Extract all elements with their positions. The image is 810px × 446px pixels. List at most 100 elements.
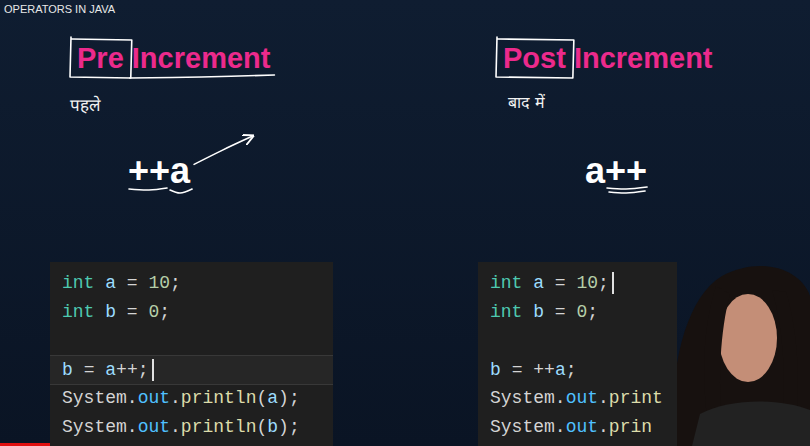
code-token: . <box>127 388 138 408</box>
code-token: = <box>555 302 566 322</box>
code-token: . <box>598 417 609 437</box>
code-editor-panel: int a = 10;int b = 0;b = a++;System.out.… <box>50 262 333 446</box>
code-token: println <box>181 417 257 437</box>
code-token: 0 <box>148 302 159 322</box>
code-line: System.out.print <box>490 387 663 409</box>
code-token: . <box>170 388 181 408</box>
underline-stroke <box>609 191 645 193</box>
code-token: = <box>84 360 95 380</box>
code-token: ; <box>170 273 181 293</box>
code-token: 10 <box>576 273 598 293</box>
code-token: ; <box>598 273 609 293</box>
code-line: System.out.println(b); <box>62 416 300 438</box>
code-token: System <box>490 417 555 437</box>
code-line: int b = 0; <box>490 301 598 323</box>
code-token: a <box>555 360 566 380</box>
code-token: + <box>127 360 138 380</box>
code-token: ) <box>278 417 289 437</box>
presenter-face <box>719 294 777 382</box>
code-token <box>73 360 84 380</box>
code-token: = <box>555 273 566 293</box>
text-cursor <box>152 359 154 381</box>
code-token: ; <box>138 360 149 380</box>
code-token: ) <box>278 388 289 408</box>
code-token <box>566 273 577 293</box>
code-token: b <box>62 360 73 380</box>
code-token: = <box>127 302 138 322</box>
code-token: + <box>533 360 544 380</box>
code-token: + <box>544 360 555 380</box>
code-token <box>138 273 149 293</box>
code-token: a <box>267 388 278 408</box>
code-token: System <box>62 388 127 408</box>
code-token: int <box>490 273 522 293</box>
code-token: ; <box>159 302 170 322</box>
code-token: . <box>598 388 609 408</box>
code-token: ; <box>566 360 577 380</box>
code-token <box>522 360 533 380</box>
code-token <box>138 302 149 322</box>
code-token: + <box>116 360 127 380</box>
text-cursor <box>612 272 614 294</box>
code-token <box>94 360 105 380</box>
code-token: System <box>490 388 555 408</box>
code-token: ( <box>256 388 267 408</box>
code-token: . <box>555 388 566 408</box>
code-token <box>116 302 127 322</box>
code-editor-panel: int a = 10;int b = 0;b = ++a;System.out.… <box>478 262 677 446</box>
section-heading: Post Increment <box>503 42 713 75</box>
code-token: b <box>105 302 116 322</box>
presenter-hair-strand <box>704 286 730 424</box>
code-token: ; <box>289 417 300 437</box>
code-token <box>501 360 512 380</box>
handwritten-note: पहले <box>70 96 101 116</box>
code-token: int <box>490 302 522 322</box>
code-token: print <box>609 388 663 408</box>
code-token: System <box>62 417 127 437</box>
operator-expression: ++a <box>128 150 190 191</box>
code-line: int a = 10; <box>62 272 181 294</box>
code-token: b <box>533 302 544 322</box>
code-token: prin <box>609 417 652 437</box>
code-token <box>116 273 127 293</box>
code-token <box>522 302 533 322</box>
code-line: System.out.prin <box>490 416 652 438</box>
code-token: int <box>62 302 94 322</box>
operator-expression: a++ <box>585 150 647 191</box>
section-heading: Pre Increment <box>77 42 270 75</box>
code-token: a <box>533 273 544 293</box>
code-token <box>522 273 533 293</box>
code-token: 0 <box>576 302 587 322</box>
code-token: . <box>127 417 138 437</box>
code-token: . <box>555 417 566 437</box>
code-token: b <box>267 417 278 437</box>
code-token: = <box>127 273 138 293</box>
code-token: out <box>138 417 170 437</box>
code-token: a <box>105 360 116 380</box>
code-token: ( <box>256 417 267 437</box>
handwritten-note: बाद में <box>508 94 545 112</box>
code-line: b = a++; <box>62 359 149 381</box>
code-token: a <box>105 273 116 293</box>
code-token <box>94 273 105 293</box>
code-token <box>544 302 555 322</box>
pointer-arrow <box>194 136 252 164</box>
code-token: println <box>181 388 257 408</box>
code-token: 10 <box>148 273 170 293</box>
code-token <box>544 273 555 293</box>
presenter-shirt <box>692 401 810 446</box>
code-token: out <box>138 388 170 408</box>
code-token <box>566 302 577 322</box>
underline-stroke <box>130 75 275 78</box>
slide-title: OPERATORS IN JAVA <box>4 3 115 16</box>
code-line: System.out.println(a); <box>62 387 300 409</box>
code-token: b <box>490 360 501 380</box>
code-token: out <box>566 388 598 408</box>
code-token: int <box>62 273 94 293</box>
presenter-hair <box>673 266 810 446</box>
code-token: out <box>566 417 598 437</box>
code-line: int b = 0; <box>62 301 170 323</box>
code-line: b = ++a; <box>490 359 577 381</box>
code-token <box>94 302 105 322</box>
code-token: = <box>512 360 523 380</box>
